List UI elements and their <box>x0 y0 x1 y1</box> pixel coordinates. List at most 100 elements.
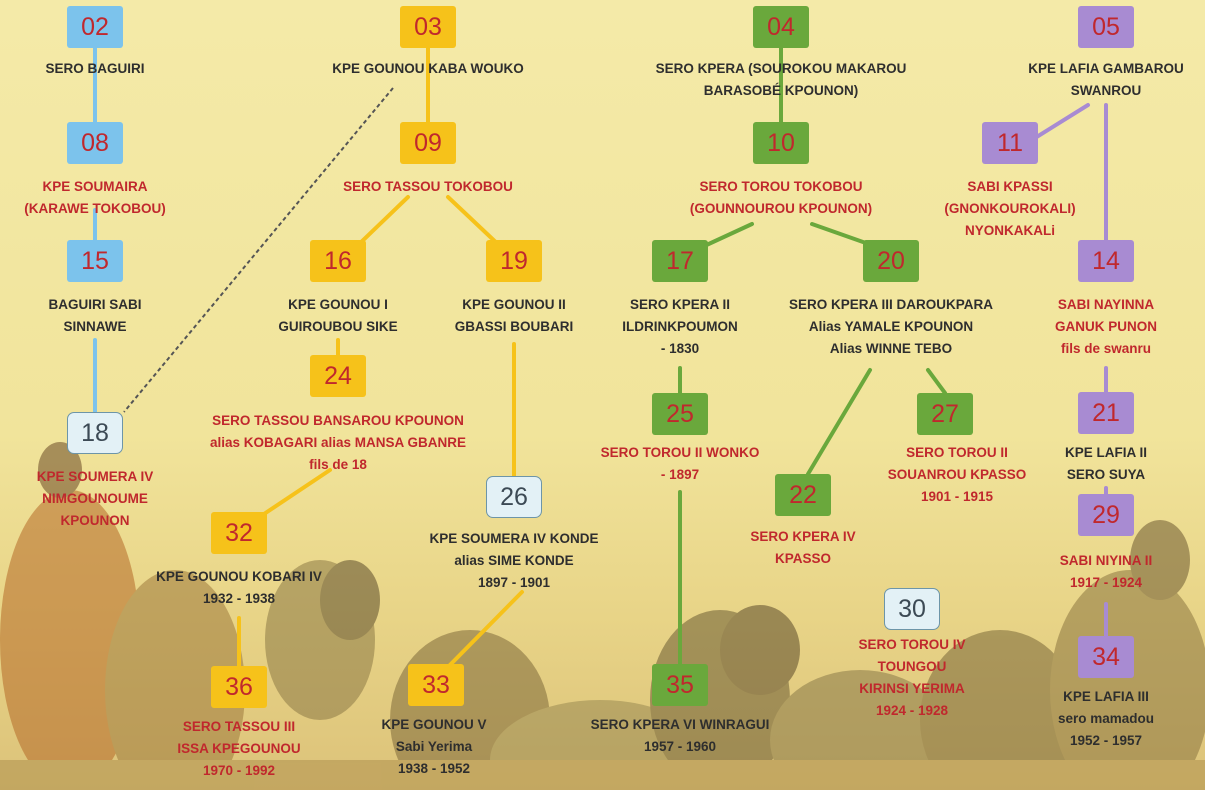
label-26-line-3: 1897 - 1901 <box>477 575 551 590</box>
label-18-line-1: KPE SOUMERA IV <box>36 469 154 484</box>
node-14: 14 <box>1078 240 1134 282</box>
label-24-line-2: alias KOBAGARI alias MANSA GBANRE <box>209 435 467 450</box>
label-20-line-2: Alias YAMALE KPOUNON <box>808 319 974 334</box>
node-11: 11 <box>982 122 1038 164</box>
connector-10-17 <box>698 222 754 250</box>
label-36-line-2: ISSA KPEGOUNOU <box>177 741 301 756</box>
label-04: SERO KPERA (SOUROKOU MAKAROU BARASOBÉ KP… <box>656 58 907 102</box>
label-15-line-2: SINNAWE <box>63 319 127 334</box>
label-24-line-3: fils de 18 <box>309 457 367 472</box>
label-34-line-1: KPE LAFIA III <box>1063 689 1149 704</box>
node-03: 03 <box>400 6 456 48</box>
label-25-line-1: SERO TOROU II WONKO <box>600 445 760 460</box>
label-16: KPE GOUNOU I GUIROUBOU SIKE <box>278 294 397 338</box>
label-03: KPE GOUNOU KABA WOUKO <box>332 58 524 80</box>
connector-05-11 <box>1033 103 1090 140</box>
label-19-line-2: GBASSI BOUBARI <box>454 319 574 334</box>
connector-24-32 <box>256 468 332 520</box>
label-14-line-1: SABI NAYINNA <box>1057 297 1155 312</box>
node-02: 02 <box>67 6 123 48</box>
label-15-line-1: BAGUIRI SABI <box>48 297 142 312</box>
label-25: SERO TOROU II WONKO - 1897 <box>601 442 760 486</box>
label-33-line-3: 1938 - 1952 <box>397 761 471 776</box>
label-11: SABI KPASSI (GNONKOUROKALI) NYONKAKALi <box>944 176 1075 242</box>
label-16-line-1: KPE GOUNOU I <box>288 297 388 312</box>
label-22-line-1: SERO KPERA IV <box>750 529 856 544</box>
node-30: 30 <box>884 588 940 630</box>
label-34-line-3: 1952 - 1957 <box>1069 733 1143 748</box>
node-25: 25 <box>652 393 708 435</box>
label-11-line-2: (GNONKOUROKALI) <box>944 201 1076 216</box>
label-05-line-1: KPE LAFIA GAMBAROU <box>1028 61 1184 76</box>
label-34: KPE LAFIA III sero mamadou 1952 - 1957 <box>1058 686 1154 752</box>
node-10: 10 <box>753 122 809 164</box>
label-10: SERO TOROU TOKOBOU (GOUNNOUROU KPOUNON) <box>690 176 872 220</box>
label-27: SERO TOROU II SOUANROU KPASSO 1901 - 191… <box>888 442 1027 508</box>
label-19-line-1: KPE GOUNOU II <box>462 297 566 312</box>
label-18: KPE SOUMERA IV NIMGOUNOUME KPOUNON <box>37 466 154 532</box>
label-20: SERO KPERA III DAROUKPARA Alias YAMALE K… <box>789 294 993 360</box>
label-29: SABI NIYINA II 1917 - 1924 <box>1060 550 1153 594</box>
label-10-line-1: SERO TOROU TOKOBOU <box>699 179 863 194</box>
node-15: 15 <box>67 240 123 282</box>
label-30-line-3: KIRINSI YERIMA <box>859 681 965 696</box>
label-09-line-1: SERO TASSOU TOKOBOU <box>343 179 513 194</box>
label-21-line-1: KPE LAFIA II <box>1064 445 1148 460</box>
label-27-line-1: SERO TOROU II <box>906 445 1008 460</box>
label-17-line-3: - 1830 <box>660 341 700 356</box>
label-10-line-2: (GOUNNOUROU KPOUNON) <box>689 201 873 216</box>
label-22: SERO KPERA IV KPASSO <box>750 526 855 570</box>
node-29: 29 <box>1078 494 1134 536</box>
label-11-line-3: NYONKAKALi <box>965 223 1055 238</box>
label-26-line-2: alias SIME KONDE <box>454 553 574 568</box>
label-33-line-2: Sabi Yerima <box>395 739 473 754</box>
label-24: SERO TASSOU BANSAROU KPOUNON alias KOBAG… <box>210 410 466 476</box>
label-21: KPE LAFIA II SERO SUYA <box>1065 442 1147 486</box>
label-14-line-2: GANUK PUNON <box>1054 319 1158 334</box>
label-18-line-2: NIMGOUNOUME <box>42 491 148 506</box>
label-17-line-2: ILDRINKPOUMON <box>622 319 738 334</box>
label-29-line-1: SABI NIYINA II <box>1059 553 1153 568</box>
label-27-line-2: SOUANROU KPASSO <box>887 467 1027 482</box>
label-19: KPE GOUNOU II GBASSI BOUBARI <box>455 294 574 338</box>
label-09: SERO TASSOU TOKOBOU <box>343 176 513 198</box>
label-08-line-2: (KARAWE TOKOBOU) <box>24 201 166 216</box>
label-27-line-3: 1901 - 1915 <box>920 489 994 504</box>
label-05-line-2: SWANROU <box>1070 83 1142 98</box>
node-26: 26 <box>486 476 542 518</box>
label-29-line-2: 1917 - 1924 <box>1069 575 1143 590</box>
label-14-line-3: fils de swanru <box>1060 341 1152 356</box>
label-30-line-1: SERO TOROU IV <box>858 637 966 652</box>
label-02-line-1: SERO BAGUIRI <box>45 61 145 76</box>
connector-20-22 <box>806 368 872 476</box>
label-16-line-2: GUIROUBOU SIKE <box>278 319 398 334</box>
label-20-line-3: Alias WINNE TEBO <box>829 341 953 356</box>
node-24: 24 <box>310 355 366 397</box>
node-18: 18 <box>67 412 123 454</box>
label-08: KPE SOUMAIRA (KARAWE TOKOBOU) <box>24 176 166 220</box>
node-19: 19 <box>486 240 542 282</box>
label-36-line-3: 1970 - 1992 <box>202 763 276 778</box>
label-08-line-1: KPE SOUMAIRA <box>42 179 148 194</box>
label-32: KPE GOUNOU KOBARI IV 1932 - 1938 <box>156 566 322 610</box>
label-15: BAGUIRI SABI SINNAWE <box>48 294 141 338</box>
label-32-line-1: KPE GOUNOU KOBARI IV <box>156 569 322 584</box>
label-35: SERO KPERA VI WINRAGUI 1957 - 1960 <box>591 714 770 758</box>
label-30-line-4: 1924 - 1928 <box>875 703 949 718</box>
node-17: 17 <box>652 240 708 282</box>
label-33-line-1: KPE GOUNOU V <box>381 717 487 732</box>
label-36-line-1: SERO TASSOU III <box>182 719 296 734</box>
node-04: 04 <box>753 6 809 48</box>
label-26-line-1: KPE SOUMERA IV KONDE <box>429 531 599 546</box>
label-18-line-3: KPOUNON <box>60 513 130 528</box>
label-05: KPE LAFIA GAMBAROU SWANROU <box>1028 58 1184 102</box>
connector-09-16 <box>353 195 410 250</box>
node-22: 22 <box>775 474 831 516</box>
label-17-line-1: SERO KPERA II <box>629 297 731 312</box>
connector-26-33 <box>445 590 524 670</box>
label-34-line-2: sero mamadou <box>1057 711 1155 726</box>
label-32-line-2: 1932 - 1938 <box>202 591 276 606</box>
connector-20-27 <box>926 368 947 395</box>
